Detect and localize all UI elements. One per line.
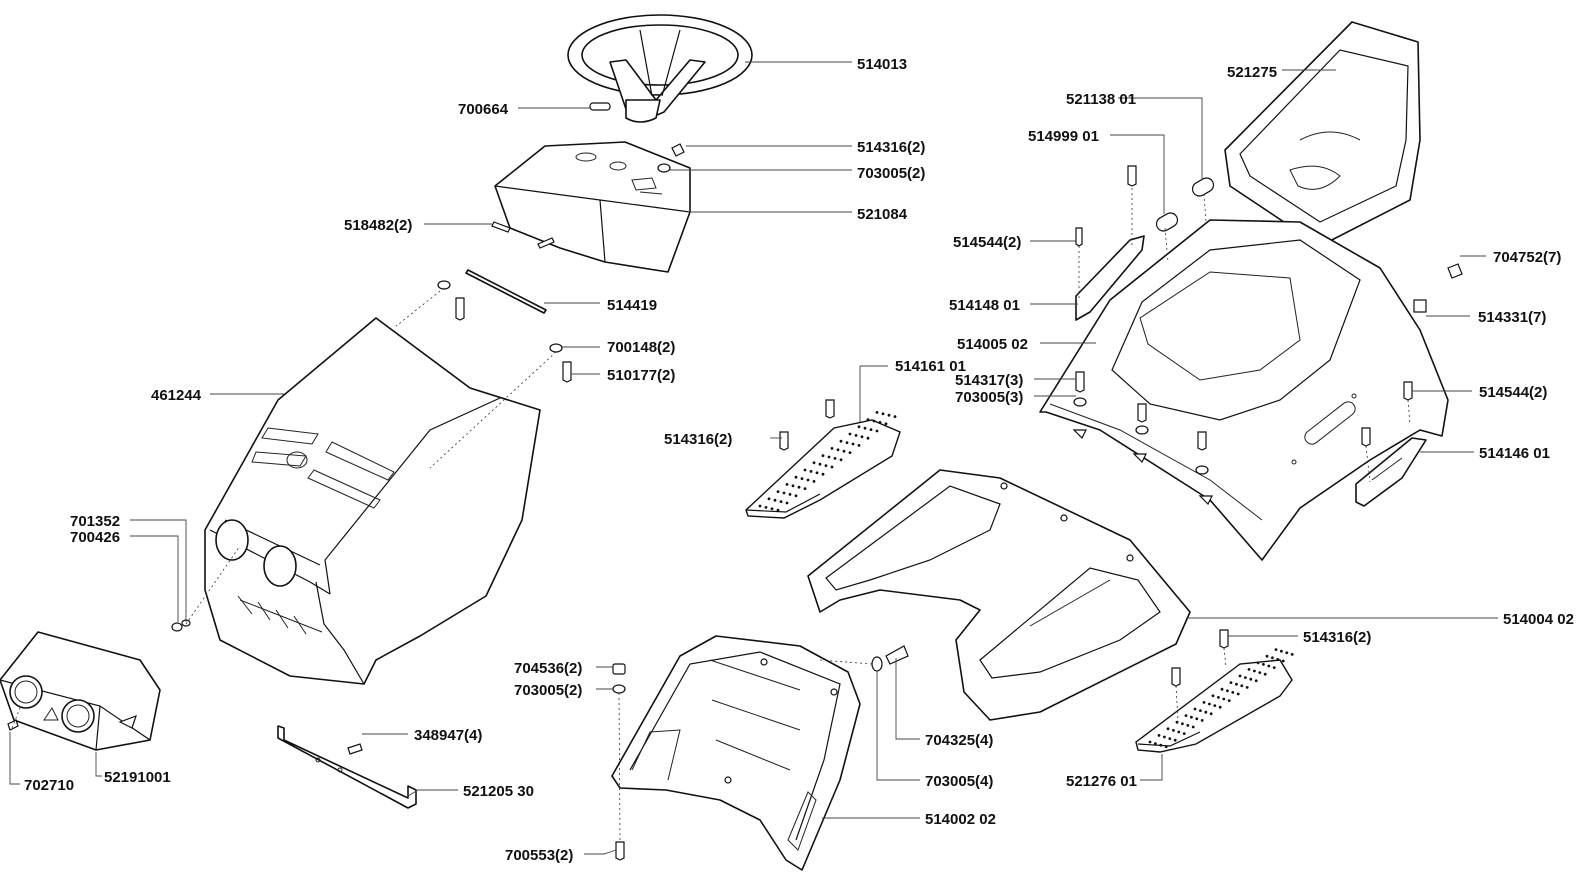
label-521138: 521138 01 xyxy=(1066,91,1136,108)
label-521205: 521205 30 xyxy=(463,783,534,800)
label-514544-right: 514544(2) xyxy=(1479,384,1547,401)
label-521084: 521084 xyxy=(857,206,908,223)
floor-pan xyxy=(807,469,1191,721)
footrest-left-dots xyxy=(758,411,897,512)
label-521276: 521276 01 xyxy=(1066,773,1137,790)
fender-hardware xyxy=(1073,165,1463,507)
label-703005-mid: 703005(3) xyxy=(955,389,1023,406)
label-514146: 514146 01 xyxy=(1479,445,1550,462)
label-702710: 702710 xyxy=(24,777,74,794)
mounting-bracket xyxy=(277,725,417,809)
footrest-right-dots xyxy=(1148,648,1294,749)
leader-lines xyxy=(9,61,1498,855)
label-704325: 704325(4) xyxy=(925,732,993,749)
label-700148: 700148(2) xyxy=(607,339,675,356)
label-514419: 514419 xyxy=(607,297,657,314)
label-700426: 700426 xyxy=(70,529,120,546)
label-514316-mid: 514316(2) xyxy=(664,431,732,448)
part-labels: 514013 700664 514316(2) 703005(2) 518482… xyxy=(24,56,1574,864)
console-screws xyxy=(491,143,685,249)
label-52191001: 52191001 xyxy=(104,769,171,786)
hood xyxy=(204,317,541,685)
label-514331: 514331(7) xyxy=(1478,309,1546,326)
label-703005-bot: 703005(2) xyxy=(514,682,582,699)
label-510177: 510177(2) xyxy=(607,367,675,384)
roll-pin-icon xyxy=(589,102,611,111)
label-704536: 704536(2) xyxy=(514,660,582,677)
label-514544-left: 514544(2) xyxy=(953,234,1021,251)
label-700664: 700664 xyxy=(458,101,509,118)
label-514004: 514004 02 xyxy=(1503,611,1574,628)
label-700553: 700553(2) xyxy=(505,847,573,864)
steering-wheel xyxy=(567,14,753,123)
front-panel xyxy=(611,635,861,871)
label-514316-bot: 514316(2) xyxy=(1303,629,1371,646)
rear-fender xyxy=(1039,219,1449,561)
label-514316-top: 514316(2) xyxy=(857,139,925,156)
dashboard-console xyxy=(494,141,691,273)
label-521275: 521275 xyxy=(1227,64,1277,81)
label-703005-four: 703005(4) xyxy=(925,773,993,790)
assembly-lines xyxy=(11,188,1411,843)
label-348947: 348947(4) xyxy=(414,727,482,744)
label-514999: 514999 01 xyxy=(1028,128,1099,145)
label-701352: 701352 xyxy=(70,513,120,530)
label-514317: 514317(3) xyxy=(955,372,1023,389)
support-rod xyxy=(437,269,572,383)
label-703005-top: 703005(2) xyxy=(857,165,925,182)
label-704752: 704752(7) xyxy=(1493,249,1561,266)
label-514161: 514161 01 xyxy=(895,358,966,375)
footrest-left xyxy=(745,399,901,519)
label-514148: 514148 01 xyxy=(949,297,1020,314)
label-514002: 514002 02 xyxy=(925,811,996,828)
headlight-housing xyxy=(0,619,191,751)
label-514013: 514013 xyxy=(857,56,907,73)
label-514005: 514005 02 xyxy=(957,336,1028,353)
label-461244: 461244 xyxy=(151,387,202,404)
seat xyxy=(1224,21,1421,247)
label-518482: 518482(2) xyxy=(344,217,412,234)
